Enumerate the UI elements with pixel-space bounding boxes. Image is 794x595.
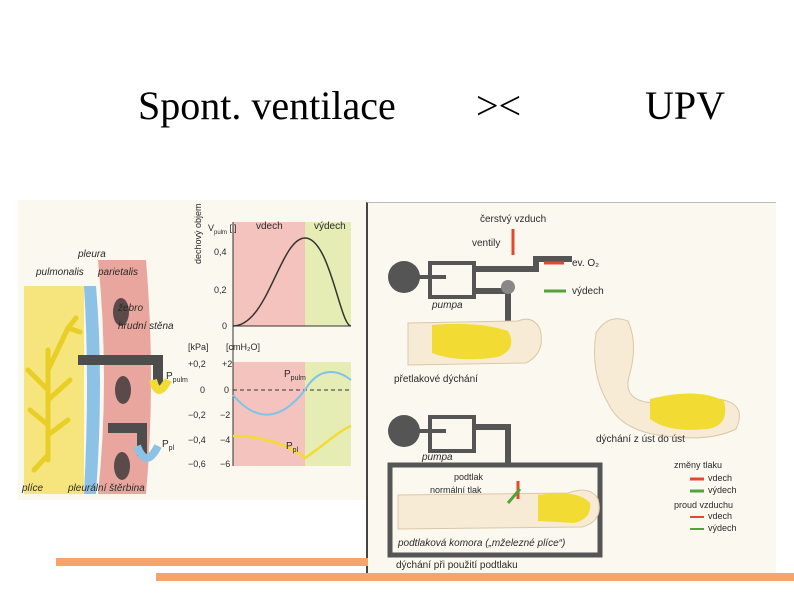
kpa-tick: −0,4 [188, 435, 206, 445]
legend-flow-exhale: výdech [708, 523, 737, 533]
volume-tick: 0 [222, 321, 228, 331]
cmh2o-tick: −6 [220, 459, 231, 469]
label-plice: plíce [22, 483, 44, 494]
title-versus-symbol: >< [476, 83, 522, 128]
label-mouth-to-mouth: dýchání z úst do úst [596, 434, 685, 445]
legend-pressure-changes: změny tlaku [674, 460, 723, 470]
inspiration-zone-volume [233, 222, 305, 326]
p-pulm-curve [232, 371, 352, 416]
tube-p-pl [108, 423, 147, 456]
label-iron-lung: podtlaková komora („mželezné plíce“) [398, 538, 566, 549]
left-figure-artwork [24, 222, 352, 494]
right-figure-ventilation-methods: čerstvý vzduch ventily ev. O₂ výdech pum… [366, 202, 776, 581]
pump-cylinder-top [428, 261, 476, 299]
label-normal-pressure: normální tlak [430, 485, 482, 495]
label-pump-top: pumpa [432, 300, 463, 311]
label-hrudni-stena: hrudní stěna [118, 321, 174, 332]
pressure-unit-cmh2o: [cmH₂O] [226, 342, 260, 352]
curve-label-p-pulm: Ppulm [284, 369, 306, 383]
cmh2o-tick: −2 [220, 410, 231, 420]
mouth-to-mouth-lungs [650, 393, 726, 430]
kpa-tick: −0,6 [188, 459, 206, 469]
cmh2o-tick: 0 [224, 385, 230, 395]
label-pleura: pleura [78, 249, 106, 260]
label-underpressure: podtlak [454, 472, 484, 482]
label-pulmonalis: pulmonalis [36, 267, 84, 278]
legend-pressure-inhale: vdech [708, 473, 733, 483]
patient-lungs-top [432, 323, 512, 360]
expiration-zone-pressure [305, 362, 351, 466]
legend-airflow: proud vzduchu [674, 500, 734, 510]
label-valves: ventily [472, 238, 501, 249]
pump-wheel-bottom [388, 415, 420, 447]
tube-p-pulm [78, 355, 163, 390]
volume-tick: 0,4 [214, 247, 227, 257]
left-figure-pleura-and-pressures: pleura pulmonalis parietalis žebro hrudn… [18, 200, 370, 500]
kpa-tick: +0,2 [188, 359, 206, 369]
iron-lung-chamber [387, 462, 603, 558]
volume-axis-label: Vpulm [l] [208, 223, 237, 236]
label-ev-o2: ev. O₂ [572, 258, 600, 269]
manometer-p-pulm [149, 378, 172, 394]
legend-flow-inhale: vdech [708, 511, 733, 521]
label-zebro: žebro [118, 303, 144, 314]
arrow-normal-pressure [506, 488, 522, 504]
rib-3 [114, 452, 130, 480]
label-p-pl: Ppl [162, 439, 175, 453]
curve-label-p-pl: Ppl [286, 441, 299, 455]
valve-right [501, 280, 515, 294]
pump-wheel-top [388, 261, 420, 293]
air-pipe-top [474, 256, 572, 272]
label-parietalis: parietalis [98, 267, 139, 278]
p-pl-curve [232, 424, 352, 460]
title-spontaneous-ventilation: Spont. ventilace [138, 83, 396, 128]
phase-expiration-label: výdech [314, 221, 346, 232]
title-upv: UPV [645, 83, 726, 128]
label-pleuralni-sterbina: pleurální štěrbina [68, 483, 145, 494]
patient-tube-top [474, 288, 511, 323]
pump-pipe-bottom [474, 424, 511, 465]
kpa-tick: −0,2 [188, 410, 206, 420]
right-figure-artwork [387, 229, 740, 558]
kpa-tick: 0 [200, 385, 206, 395]
volume-y-axis-title: dechový objem [193, 203, 203, 264]
volume-tick: 0,2 [214, 285, 227, 295]
label-fresh-air: čerstvý vzduch [480, 214, 547, 225]
legend-pressure-exhale: výdech [708, 485, 737, 495]
expiration-zone-volume [305, 222, 351, 326]
cmh2o-tick: −4 [220, 435, 231, 445]
phase-inspiration-label: vdech [256, 221, 283, 232]
accent-bar-bottom [156, 573, 794, 581]
label-p-pulm: Ppulm [166, 371, 188, 385]
label-exhaled: výdech [572, 286, 604, 297]
cmh2o-tick: +2 [222, 359, 233, 369]
manometer-p-pl [133, 444, 162, 462]
bronchial-tree [25, 315, 83, 473]
label-pump-bottom: pumpa [422, 452, 453, 463]
label-positive-pressure: přetlakové dýchání [394, 374, 478, 385]
pressure-unit-kpa: [kPa] [188, 342, 209, 352]
pleura-pulmonalis-band [84, 286, 100, 494]
rib-1 [113, 298, 129, 326]
rib-2 [115, 376, 131, 404]
volume-curve [232, 237, 352, 327]
pump-cylinder-bottom [428, 415, 476, 453]
accent-bar-top [56, 558, 368, 566]
label-negative-pressure-breathing: dýchání při použití podtlaku [396, 560, 518, 571]
patient-lungs-bottom [538, 493, 591, 523]
